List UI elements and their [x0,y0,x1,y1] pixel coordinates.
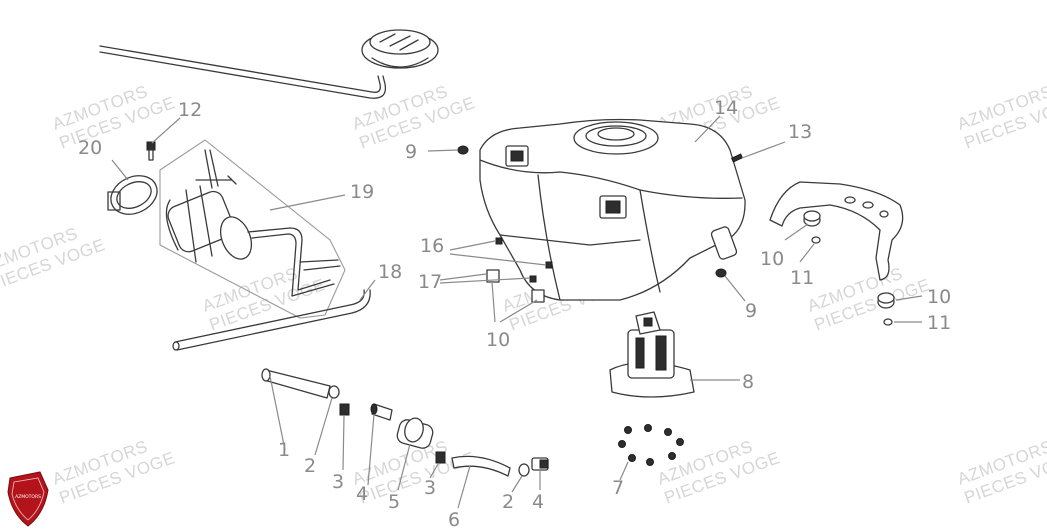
callout-label: 13 [788,121,812,143]
fuel-tank [479,118,746,301]
svg-text:AZMOTORS: AZMOTORS [15,494,41,500]
watermark: AZMOTORS PIECES VOGE [955,82,1047,153]
callout-label: 1 [278,439,290,461]
callout-label: 3 [332,471,344,493]
callout-label: 6 [448,509,460,531]
fuel-hose-part-6 [451,455,511,477]
callout-label: 11 [927,312,951,334]
callout-label: 19 [350,181,374,203]
callout-label: 9 [405,141,417,163]
fuel-filter-part-5 [396,417,434,449]
clamp-part-2-left [328,385,340,399]
grommet-part-9-right [715,268,727,278]
rubber-mount-part-10-b [877,292,895,309]
callout-label: 12 [178,99,202,121]
callout-label: 17 [418,271,442,293]
watermark: AZMOTORS PIECES VOGE [655,437,783,508]
watermark: AZMOTORS PIECES VOGE [805,264,933,335]
watermark: AZMOTORS PIECES VOGE [955,437,1047,508]
callout-label: 10 [760,248,784,270]
washer-part-11 [811,236,821,244]
vent-hose-top [99,45,387,99]
watermark: AZMOTORS PIECES VOGE [50,82,178,153]
canister-assembly [159,139,346,319]
callout-label: 2 [502,491,514,513]
washer-part-11-b [883,318,893,326]
bolts-part-16-17 [486,237,553,303]
callout-label: 4 [356,483,368,505]
callout-label: 3 [424,477,436,499]
clamp-part-2-right [518,463,530,477]
rubber-mount-part-10 [803,210,821,227]
connector-part-4-right [531,457,549,471]
leader-lines [111,115,923,509]
callout-label: 16 [420,235,444,257]
watermark: AZMOTORS PIECES VOGE [0,224,108,295]
callout-label: 10 [486,329,510,351]
callout-label: 20 [78,137,102,159]
watermark: AZMOTORS PIECES VOGE [50,437,178,508]
callout-label: 10 [927,286,951,308]
callout-labels: 1 2 3 4 5 3 6 2 4 7 8 9 9 10 10 10 11 11… [78,97,951,531]
callout-label: 14 [714,97,738,119]
callout-label: 18 [378,261,402,283]
hose-part-18 [172,289,371,351]
fitting-part-3-right [435,451,446,464]
callout-label: 5 [388,491,400,513]
fuel-pump [609,311,695,398]
callout-label: 11 [790,267,814,289]
pump-seal-part-7 [618,424,684,466]
pin-part-13 [730,153,744,163]
azmotors-logo: AZMOTORS [7,471,49,527]
grommet-part-9-left [457,145,469,155]
connector-part-4-left [370,403,393,421]
fitting-part-3-left [339,403,350,416]
callout-label: 7 [612,477,624,499]
fuel-hose-part-1 [261,368,331,399]
callout-label: 4 [532,491,544,513]
fuel-cap [361,29,439,69]
tank-bracket [769,181,904,281]
callout-label: 9 [745,300,757,322]
callout-label: 2 [304,455,316,477]
bolt-part-12 [146,141,156,161]
hose-clamp-part-20 [107,175,158,215]
callout-label: 8 [742,371,754,393]
